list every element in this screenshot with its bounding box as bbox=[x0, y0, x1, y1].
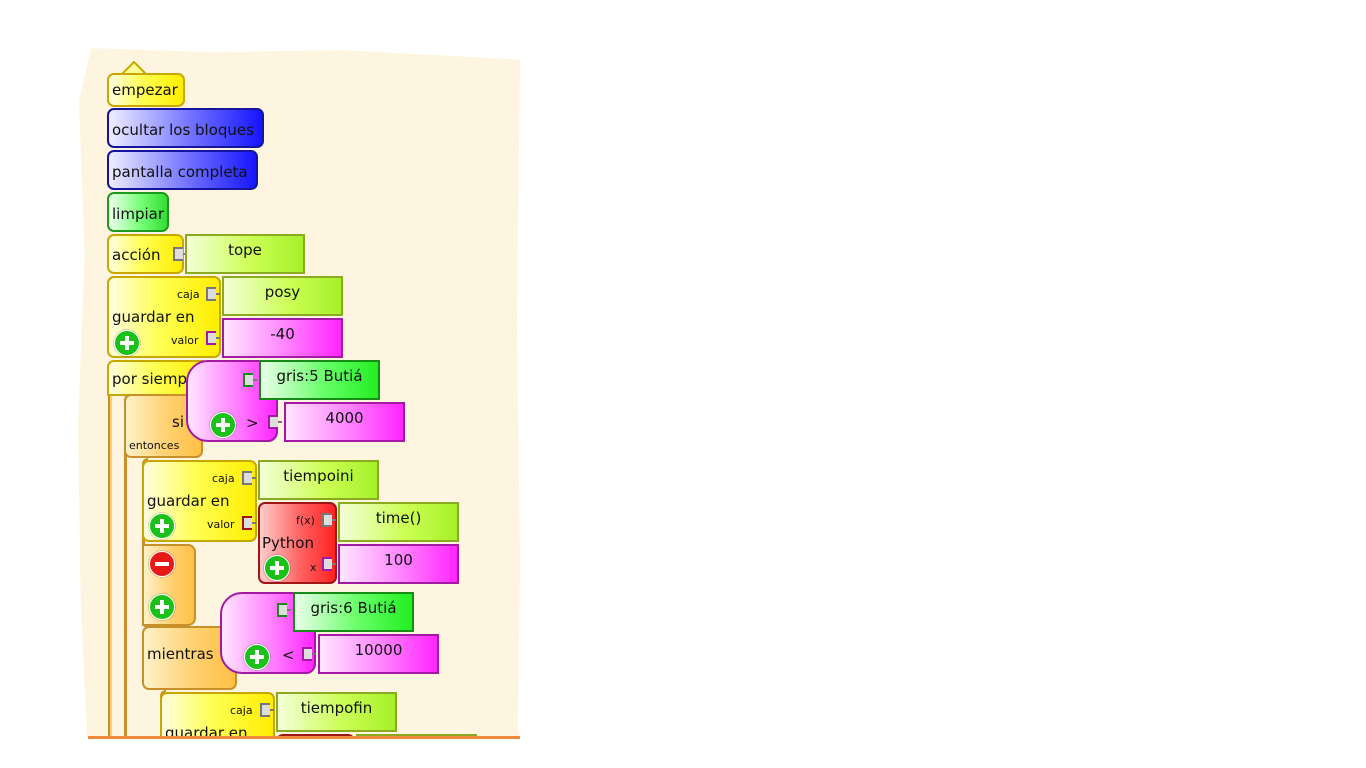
store2-box-socket bbox=[242, 471, 256, 485]
store3-box-block[interactable]: tiempofin bbox=[276, 692, 397, 732]
store2-label: guardar en bbox=[147, 492, 230, 510]
store3-box-socket bbox=[260, 703, 274, 717]
clear-block[interactable]: limpiar bbox=[107, 192, 169, 232]
compare-less-block[interactable]: < bbox=[220, 592, 316, 674]
python-x-block[interactable]: 100 bbox=[338, 544, 459, 584]
plus-icon[interactable] bbox=[149, 513, 175, 539]
compare2-value: 10000 bbox=[354, 641, 403, 659]
plus-icon[interactable] bbox=[149, 594, 175, 620]
compare1-operator: > bbox=[246, 414, 259, 432]
store2-box-block[interactable]: tiempoini bbox=[258, 460, 379, 500]
start-label: empezar bbox=[112, 81, 178, 99]
store3-box-label: caja bbox=[230, 704, 253, 717]
fullscreen-block[interactable]: pantalla completa bbox=[107, 150, 258, 190]
python-x-label: x bbox=[310, 561, 317, 574]
action-block[interactable]: acción bbox=[107, 234, 184, 274]
fullscreen-label: pantalla completa bbox=[112, 163, 248, 181]
store1-box-label: caja bbox=[177, 288, 200, 301]
clear-label: limpiar bbox=[112, 205, 164, 223]
while-label: mientras bbox=[147, 645, 214, 663]
action-name-block[interactable]: tope bbox=[185, 234, 305, 274]
python-x-socket bbox=[322, 557, 336, 571]
plus-icon[interactable] bbox=[114, 330, 140, 356]
compare1-sensor: gris:5 Butiá bbox=[276, 367, 363, 385]
compare1-value-socket bbox=[268, 415, 282, 429]
python-x-value: 100 bbox=[384, 551, 413, 569]
compare2-operator: < bbox=[282, 646, 295, 664]
hide-blocks-block[interactable]: ocultar los bloques bbox=[107, 108, 264, 148]
if-expand-tab bbox=[142, 544, 196, 626]
if-then-label: entonces bbox=[129, 439, 180, 452]
start-block[interactable]: empezar bbox=[107, 73, 185, 107]
action-name-value: tope bbox=[228, 241, 262, 259]
store1-value-socket bbox=[206, 331, 220, 345]
compare2-value-block[interactable]: 10000 bbox=[318, 634, 439, 674]
hide-blocks-label: ocultar los bloques bbox=[112, 121, 254, 139]
forever-clamp-bar bbox=[108, 394, 112, 739]
store1-value: -40 bbox=[270, 325, 295, 343]
bottom-mask bbox=[0, 739, 1366, 768]
store1-box-socket bbox=[206, 287, 220, 301]
sensor-gray6-block[interactable]: gris:6 Butiá bbox=[293, 592, 414, 632]
store-block-2[interactable]: caja guardar en valor bbox=[142, 460, 257, 542]
python-fx-label: f(x) bbox=[296, 514, 315, 527]
python-fn-socket bbox=[322, 513, 336, 527]
sensor-gray5-block[interactable]: gris:5 Butiá bbox=[259, 360, 380, 400]
canvas-bottom-border bbox=[88, 736, 520, 739]
store1-value-label: valor bbox=[171, 334, 199, 347]
action-label: acción bbox=[112, 246, 161, 264]
compare2-value-socket bbox=[302, 647, 316, 661]
compare2-sensor-socket bbox=[277, 603, 291, 617]
store2-box-label: caja bbox=[212, 472, 235, 485]
store1-box-block[interactable]: posy bbox=[222, 276, 343, 316]
compare-greater-block[interactable]: > bbox=[186, 360, 278, 442]
forever-label: por siempre bbox=[112, 370, 203, 388]
python-label: Python bbox=[262, 534, 314, 552]
store2-value-label: valor bbox=[207, 518, 235, 531]
compare1-value-block[interactable]: 4000 bbox=[284, 402, 405, 442]
plus-icon[interactable] bbox=[264, 555, 290, 581]
store1-box-value: posy bbox=[264, 283, 301, 301]
plus-icon[interactable] bbox=[210, 412, 236, 438]
action-socket bbox=[173, 247, 187, 261]
store1-value-block[interactable]: -40 bbox=[222, 318, 343, 358]
plus-icon[interactable] bbox=[244, 644, 270, 670]
compare1-sensor-socket bbox=[243, 373, 257, 387]
store1-label: guardar en bbox=[112, 308, 195, 326]
if-label: si bbox=[172, 413, 184, 431]
compare1-value: 4000 bbox=[325, 409, 364, 427]
store2-box-value: tiempoini bbox=[283, 467, 354, 485]
store3-box-value: tiempofin bbox=[300, 699, 373, 717]
store-block-1[interactable]: caja guardar en valor bbox=[107, 276, 221, 358]
python-fn-value: time() bbox=[375, 509, 422, 527]
minus-icon[interactable] bbox=[149, 551, 175, 577]
compare2-sensor: gris:6 Butiá bbox=[310, 599, 397, 617]
python-fn-block[interactable]: time() bbox=[338, 502, 459, 542]
store2-value-socket bbox=[242, 516, 256, 530]
